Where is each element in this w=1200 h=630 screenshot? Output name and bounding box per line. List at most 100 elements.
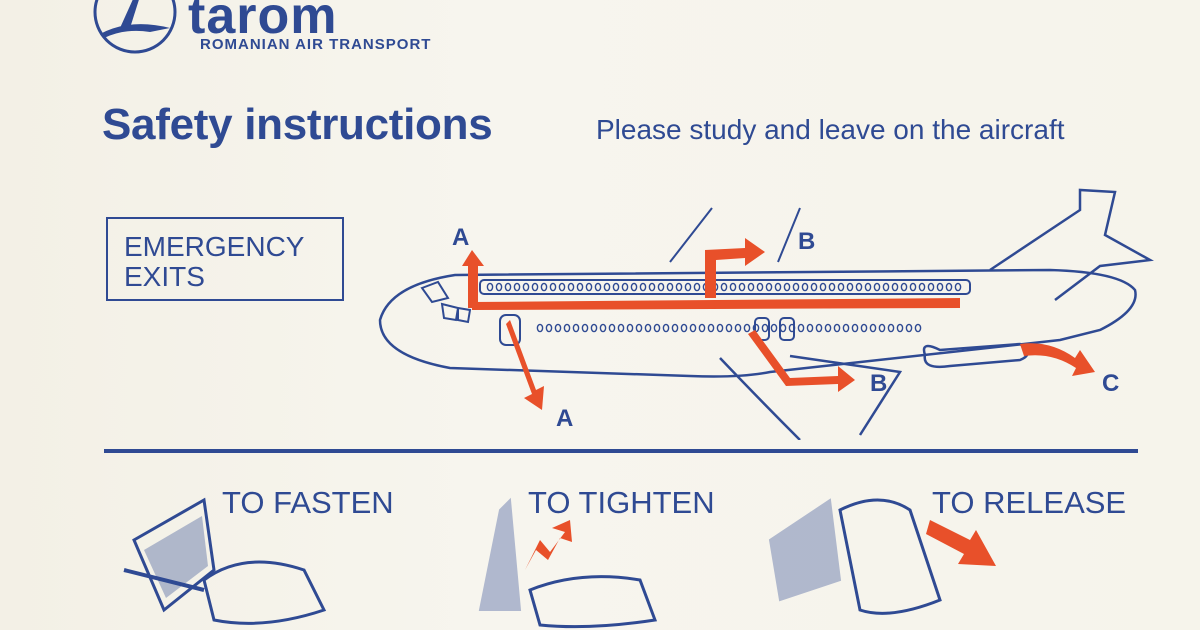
tarom-logo-icon: [93, 0, 177, 54]
window: [756, 282, 764, 292]
section-divider: [104, 449, 1138, 453]
window: [743, 323, 751, 333]
window: [797, 323, 805, 333]
window: [698, 323, 706, 333]
fuselage: [378, 268, 1137, 378]
window: [662, 323, 670, 333]
door-a: [499, 314, 521, 346]
window: [635, 323, 643, 333]
window: [576, 282, 584, 292]
window: [707, 323, 715, 333]
to-fasten-label: TO FASTEN: [222, 485, 394, 520]
window: [608, 323, 616, 333]
exit-label-b-bottom: B: [870, 370, 888, 397]
window: [869, 323, 877, 333]
lower-windows: [536, 323, 922, 333]
window: [657, 282, 665, 292]
window: [648, 282, 656, 292]
upper-wing-lines: [669, 207, 801, 263]
airplane-diagram: [378, 188, 1154, 440]
window: [639, 282, 647, 292]
window: [882, 282, 890, 292]
window: [855, 282, 863, 292]
window: [783, 282, 791, 292]
window: [824, 323, 832, 333]
exit-arrows: [462, 238, 1095, 410]
window: [819, 282, 827, 292]
window: [837, 282, 845, 292]
window: [581, 323, 589, 333]
tighten-arrow-icon: [525, 520, 572, 570]
window: [801, 282, 809, 292]
window: [644, 323, 652, 333]
upper-windows-dots: [486, 282, 962, 292]
window: [792, 282, 800, 292]
window: [666, 282, 674, 292]
window: [729, 282, 737, 292]
upper-window-row: [479, 279, 971, 295]
window: [684, 282, 692, 292]
window: [671, 323, 679, 333]
window: [567, 282, 575, 292]
window: [621, 282, 629, 292]
exit-label-a-top: A: [452, 224, 470, 251]
window: [900, 282, 908, 292]
window: [770, 323, 778, 333]
emergency-label: EMERGENCY: [124, 231, 305, 262]
window: [864, 282, 872, 292]
window: [725, 323, 733, 333]
window: [747, 282, 755, 292]
window: [851, 323, 859, 333]
window: [887, 323, 895, 333]
window: [545, 323, 553, 333]
window: [585, 282, 593, 292]
window: [833, 323, 841, 333]
engine: [922, 342, 1029, 369]
window: [765, 282, 773, 292]
to-tighten-label: TO TIGHTEN: [528, 485, 715, 520]
door-b2: [779, 317, 795, 341]
window: [860, 323, 868, 333]
window: [905, 323, 913, 333]
window: [936, 282, 944, 292]
window: [734, 323, 742, 333]
window: [653, 323, 661, 333]
window: [738, 282, 746, 292]
window: [914, 323, 922, 333]
window: [806, 323, 814, 333]
tail-fin: [989, 188, 1154, 301]
window: [504, 282, 512, 292]
window: [693, 282, 701, 292]
window: [617, 323, 625, 333]
exit-b-lower-arrow: [748, 330, 855, 392]
release-belt-illustration: [768, 498, 996, 615]
window: [842, 323, 850, 333]
window: [720, 282, 728, 292]
window: [540, 282, 548, 292]
window: [630, 282, 638, 292]
window: [878, 323, 886, 333]
window: [554, 323, 562, 333]
cockpit-windows: [420, 280, 472, 324]
window: [536, 323, 544, 333]
window: [810, 282, 818, 292]
exit-b-upper-arrow: [705, 238, 765, 298]
exit-label-a-bottom: A: [556, 405, 574, 432]
exit-label-b-top: B: [798, 228, 816, 255]
to-release-label: TO RELEASE: [932, 485, 1127, 520]
window: [891, 282, 899, 292]
window: [761, 323, 769, 333]
window: [774, 282, 782, 292]
window: [626, 323, 634, 333]
aisle-arrow: [472, 298, 960, 310]
brand-subtitle: ROMANIAN AIR TRANSPORT: [200, 36, 432, 53]
page-title: Safety instructions: [102, 100, 493, 149]
window: [531, 282, 539, 292]
window: [954, 282, 962, 292]
window: [558, 282, 566, 292]
window: [495, 282, 503, 292]
window: [779, 323, 787, 333]
tighten-belt-illustration: [478, 497, 658, 629]
emergency-exits-box: EMERGENCY EXITS: [106, 217, 344, 301]
window: [599, 323, 607, 333]
